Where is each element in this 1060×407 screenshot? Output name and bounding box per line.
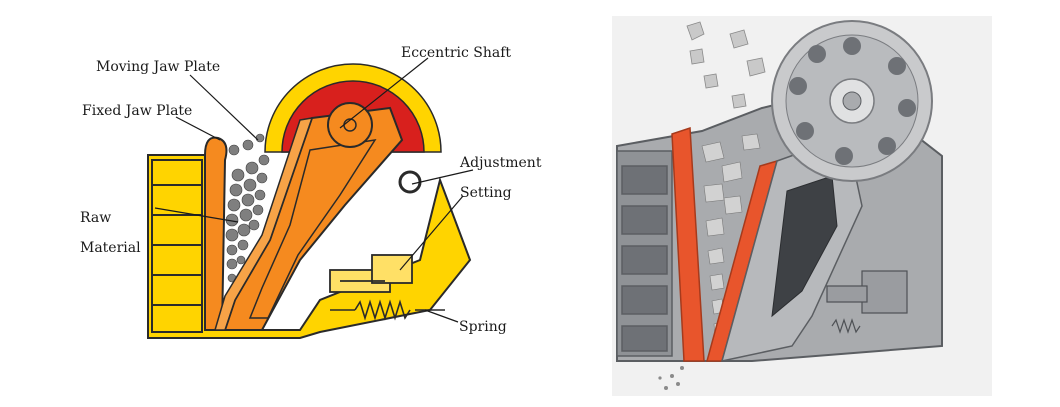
adjustment-ring [398, 170, 422, 194]
label-material: Material [80, 240, 141, 256]
moving-jaw-plate [213, 117, 314, 331]
label-setting: Setting [460, 185, 512, 201]
label-spring: Spring [459, 319, 507, 335]
discharged-fines [658, 366, 684, 390]
falling-rocks [686, 21, 766, 109]
label-adjustment: Adjustment [460, 155, 542, 171]
jaw-crusher-3d-render [612, 16, 992, 396]
raw-material-rocks [225, 133, 270, 283]
jaw-crusher-schematic [147, 57, 474, 339]
label-fixed-jaw-plate: Fixed Jaw Plate [82, 103, 193, 119]
label-raw: Raw [80, 210, 112, 226]
toggle-mechanism [329, 254, 413, 293]
frame-ribs [616, 150, 673, 357]
fixed-jaw-plate [204, 136, 228, 331]
moving-jaw-inner [248, 139, 377, 319]
chamber-rocks [701, 133, 761, 337]
spring [330, 299, 445, 321]
fixed-jaw-plate-3d [671, 126, 705, 362]
label-eccentric-shaft: Eccentric Shaft [401, 45, 512, 61]
flywheel-holes [789, 37, 916, 165]
leader-lines [154, 57, 474, 323]
label-moving-jaw-plate: Moving Jaw Plate [96, 59, 221, 75]
toggle-assembly-3d [826, 270, 908, 334]
